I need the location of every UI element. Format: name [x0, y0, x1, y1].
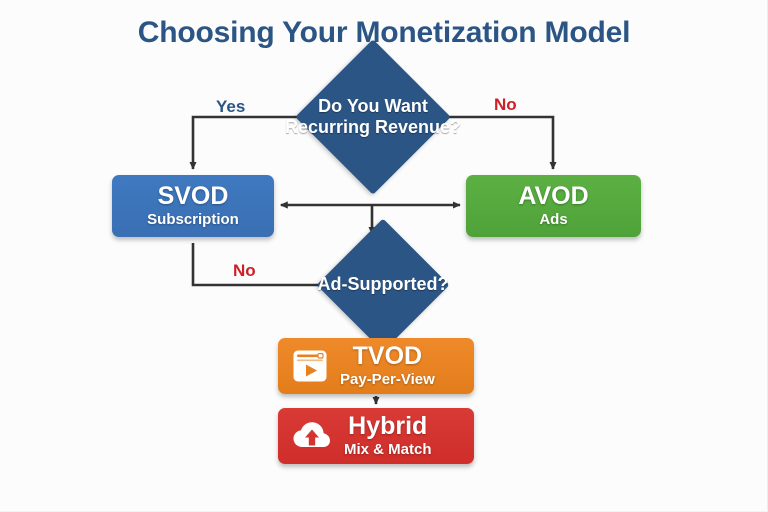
edge-label-no-avod: No [494, 95, 517, 114]
node-svod-title: SVOD [157, 182, 229, 211]
node-tvod-subtitle: Pay-Per-View [340, 370, 435, 388]
node-svod-subtitle: Subscription [147, 210, 239, 228]
node-tvod-text: TVOD Pay-Per-View [340, 343, 435, 388]
node-avod[interactable]: AVOD Ads [466, 175, 641, 237]
node-svod-text: SVOD Subscription [147, 183, 239, 228]
edge-decision-to-svod [189, 115, 313, 170]
node-svod[interactable]: SVOD Subscription [112, 175, 274, 237]
node-hybrid[interactable]: Hybrid Mix & Match [278, 408, 474, 464]
edge-label-yes-svod: Yes [216, 97, 246, 116]
node-hybrid-subtitle: Mix & Match [344, 440, 432, 458]
node-hybrid-title: Hybrid [348, 412, 428, 441]
node-hybrid-text: Hybrid Mix & Match [344, 413, 432, 458]
node-tvod-content: TVOD Pay-Per-View [292, 343, 435, 388]
edge-decision-to-avod [433, 115, 557, 170]
node-tvod[interactable]: TVOD Pay-Per-View [278, 338, 474, 394]
edge-decision2-no-to-svod [191, 243, 331, 287]
cloud-upload-icon [292, 420, 332, 452]
node-avod-title: AVOD [518, 182, 589, 211]
page-title: Choosing Your Monetization Model [137, 16, 631, 49]
node-tvod-title: TVOD [352, 342, 423, 371]
node-hybrid-content: Hybrid Mix & Match [292, 413, 432, 458]
edge-label-no-svod: No [233, 261, 256, 280]
node-avod-subtitle: Ads [539, 210, 568, 228]
video-player-window-icon [292, 349, 328, 383]
node-avod-text: AVOD Ads [518, 183, 588, 228]
